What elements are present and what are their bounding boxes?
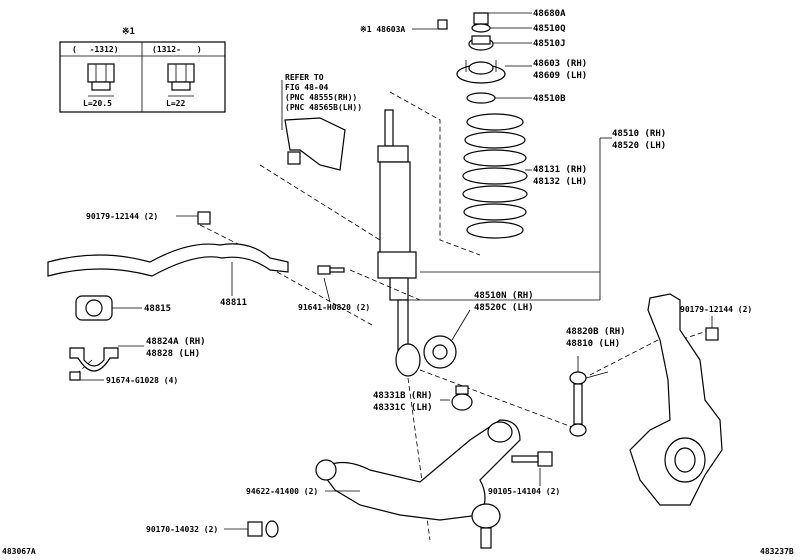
svg-text:48609 (LH): 48609 (LH)	[533, 71, 587, 81]
nut-short-icon	[87, 63, 115, 97]
svg-text:48810 (LH): 48810 (LH)	[566, 339, 620, 349]
part-48510-shock-absorber[interactable]: 48510 (RH) 48520 (LH)	[377, 109, 666, 377]
svg-text:48828 (LH): 48828 (LH)	[146, 349, 200, 359]
svg-text:91674-G1028 (4): 91674-G1028 (4)	[106, 376, 178, 385]
part-91641-H0820[interactable]: 91641-H0820 (2)	[298, 265, 370, 312]
svg-text:48510Q: 48510Q	[533, 24, 566, 34]
part-48603-48609[interactable]: 48603 (RH) 48609 (LH)	[456, 59, 587, 84]
svg-text:91641-H0820 (2): 91641-H0820 (2)	[298, 303, 370, 312]
svg-text:48815: 48815	[144, 304, 171, 314]
note-col2-header: (1312- )	[152, 45, 202, 54]
figure-code-left: 483067A	[2, 547, 36, 556]
svg-text:48680A: 48680A	[533, 9, 566, 19]
svg-text:48132 (LH): 48132 (LH)	[533, 177, 587, 187]
part-48510Q[interactable]: 48510Q	[471, 23, 566, 34]
note-symbol: ※1	[122, 27, 135, 37]
part-90105-14104[interactable]: 90105-14104 (2)	[488, 451, 560, 496]
part-48510J[interactable]: 48510J	[468, 35, 566, 51]
svg-text:90170-14032 (2): 90170-14032 (2)	[146, 525, 218, 534]
part-steering-knuckle[interactable]	[629, 293, 723, 506]
part-48331B-48331C[interactable]: 48331B (RH) 48331C (LH)	[373, 385, 473, 413]
part-90170-14032[interactable]: 90170-14032 (2)	[146, 520, 279, 538]
svg-text:48811: 48811	[220, 298, 247, 308]
note-col2-value: L=22	[166, 99, 185, 108]
note-col1-header: ( -1312)	[72, 45, 119, 54]
part-48815-bushing[interactable]: 48815	[75, 295, 171, 321]
part-48510B[interactable]: 48510B	[466, 92, 566, 104]
part-48680A[interactable]: 48680A	[473, 9, 566, 25]
part-94622-41400[interactable]: 94622-41400 (2)	[246, 487, 360, 496]
svg-text:48603 (RH): 48603 (RH)	[533, 59, 587, 69]
svg-text:48510 (RH): 48510 (RH)	[612, 129, 666, 139]
svg-text:90105-14104 (2): 90105-14104 (2)	[488, 487, 560, 496]
svg-text:48510B: 48510B	[533, 94, 566, 104]
svg-text:48820B (RH): 48820B (RH)	[566, 327, 626, 337]
part-48824A-48828-bracket[interactable]: 48824A (RH) 48828 (LH)	[69, 337, 206, 372]
svg-text:48331C (LH): 48331C (LH)	[373, 403, 433, 413]
svg-text:※1 48603A: ※1 48603A	[360, 25, 405, 34]
part-48811-stabilizer-bar[interactable]: 48811	[47, 243, 289, 308]
svg-text:48510J: 48510J	[533, 39, 566, 49]
figure-code-right: 483237B	[760, 547, 794, 556]
svg-text:48824A (RH): 48824A (RH)	[146, 337, 206, 347]
nut-long-icon	[167, 63, 195, 97]
part-48820B-48810-link[interactable]: 48820B (RH) 48810 (LH)	[566, 327, 626, 437]
refer-line1: REFER TO	[285, 73, 324, 82]
part-lower-control-arm[interactable]	[315, 419, 521, 549]
svg-text:48510N (RH): 48510N (RH)	[474, 291, 534, 301]
refer-note: REFER TO FIG 48-04 (PNC 48555(RH)) (PNC …	[281, 73, 362, 130]
svg-text:48520 (LH): 48520 (LH)	[612, 141, 666, 151]
svg-text:48331B (RH): 48331B (RH)	[373, 391, 433, 401]
part-48131-48132-coil-spring[interactable]: 48131 (RH) 48132 (LH)	[462, 113, 587, 239]
svg-text:94622-41400 (2): 94622-41400 (2)	[246, 487, 318, 496]
refer-line4: (PNC 48565B(LH))	[285, 103, 362, 112]
note-col1-value: L=20.5	[83, 99, 112, 108]
part-48510N-48520C[interactable]: 48510N (RH) 48520C (LH)	[423, 291, 534, 369]
svg-text:48131 (RH): 48131 (RH)	[533, 165, 587, 175]
svg-text:90179-12144 (2): 90179-12144 (2)	[86, 212, 158, 221]
note-box: ※1 ( -1312) (1312- ) L=20.5 L=22	[59, 27, 226, 113]
part-91674-G1028[interactable]: 91674-G1028 (4)	[69, 371, 178, 385]
brake-hose-bracket[interactable]	[284, 117, 346, 171]
part-48603A[interactable]: ※1 48603A	[360, 19, 448, 34]
svg-text:48520C (LH): 48520C (LH)	[474, 303, 534, 313]
part-90179-12144-right[interactable]: 90179-12144 (2)	[680, 305, 752, 341]
refer-line2: FIG 48-04	[285, 83, 329, 92]
refer-line3: (PNC 48555(RH))	[285, 93, 357, 102]
svg-text:90179-12144 (2): 90179-12144 (2)	[680, 305, 752, 314]
part-90179-12144-left[interactable]: 90179-12144 (2)	[86, 211, 211, 225]
